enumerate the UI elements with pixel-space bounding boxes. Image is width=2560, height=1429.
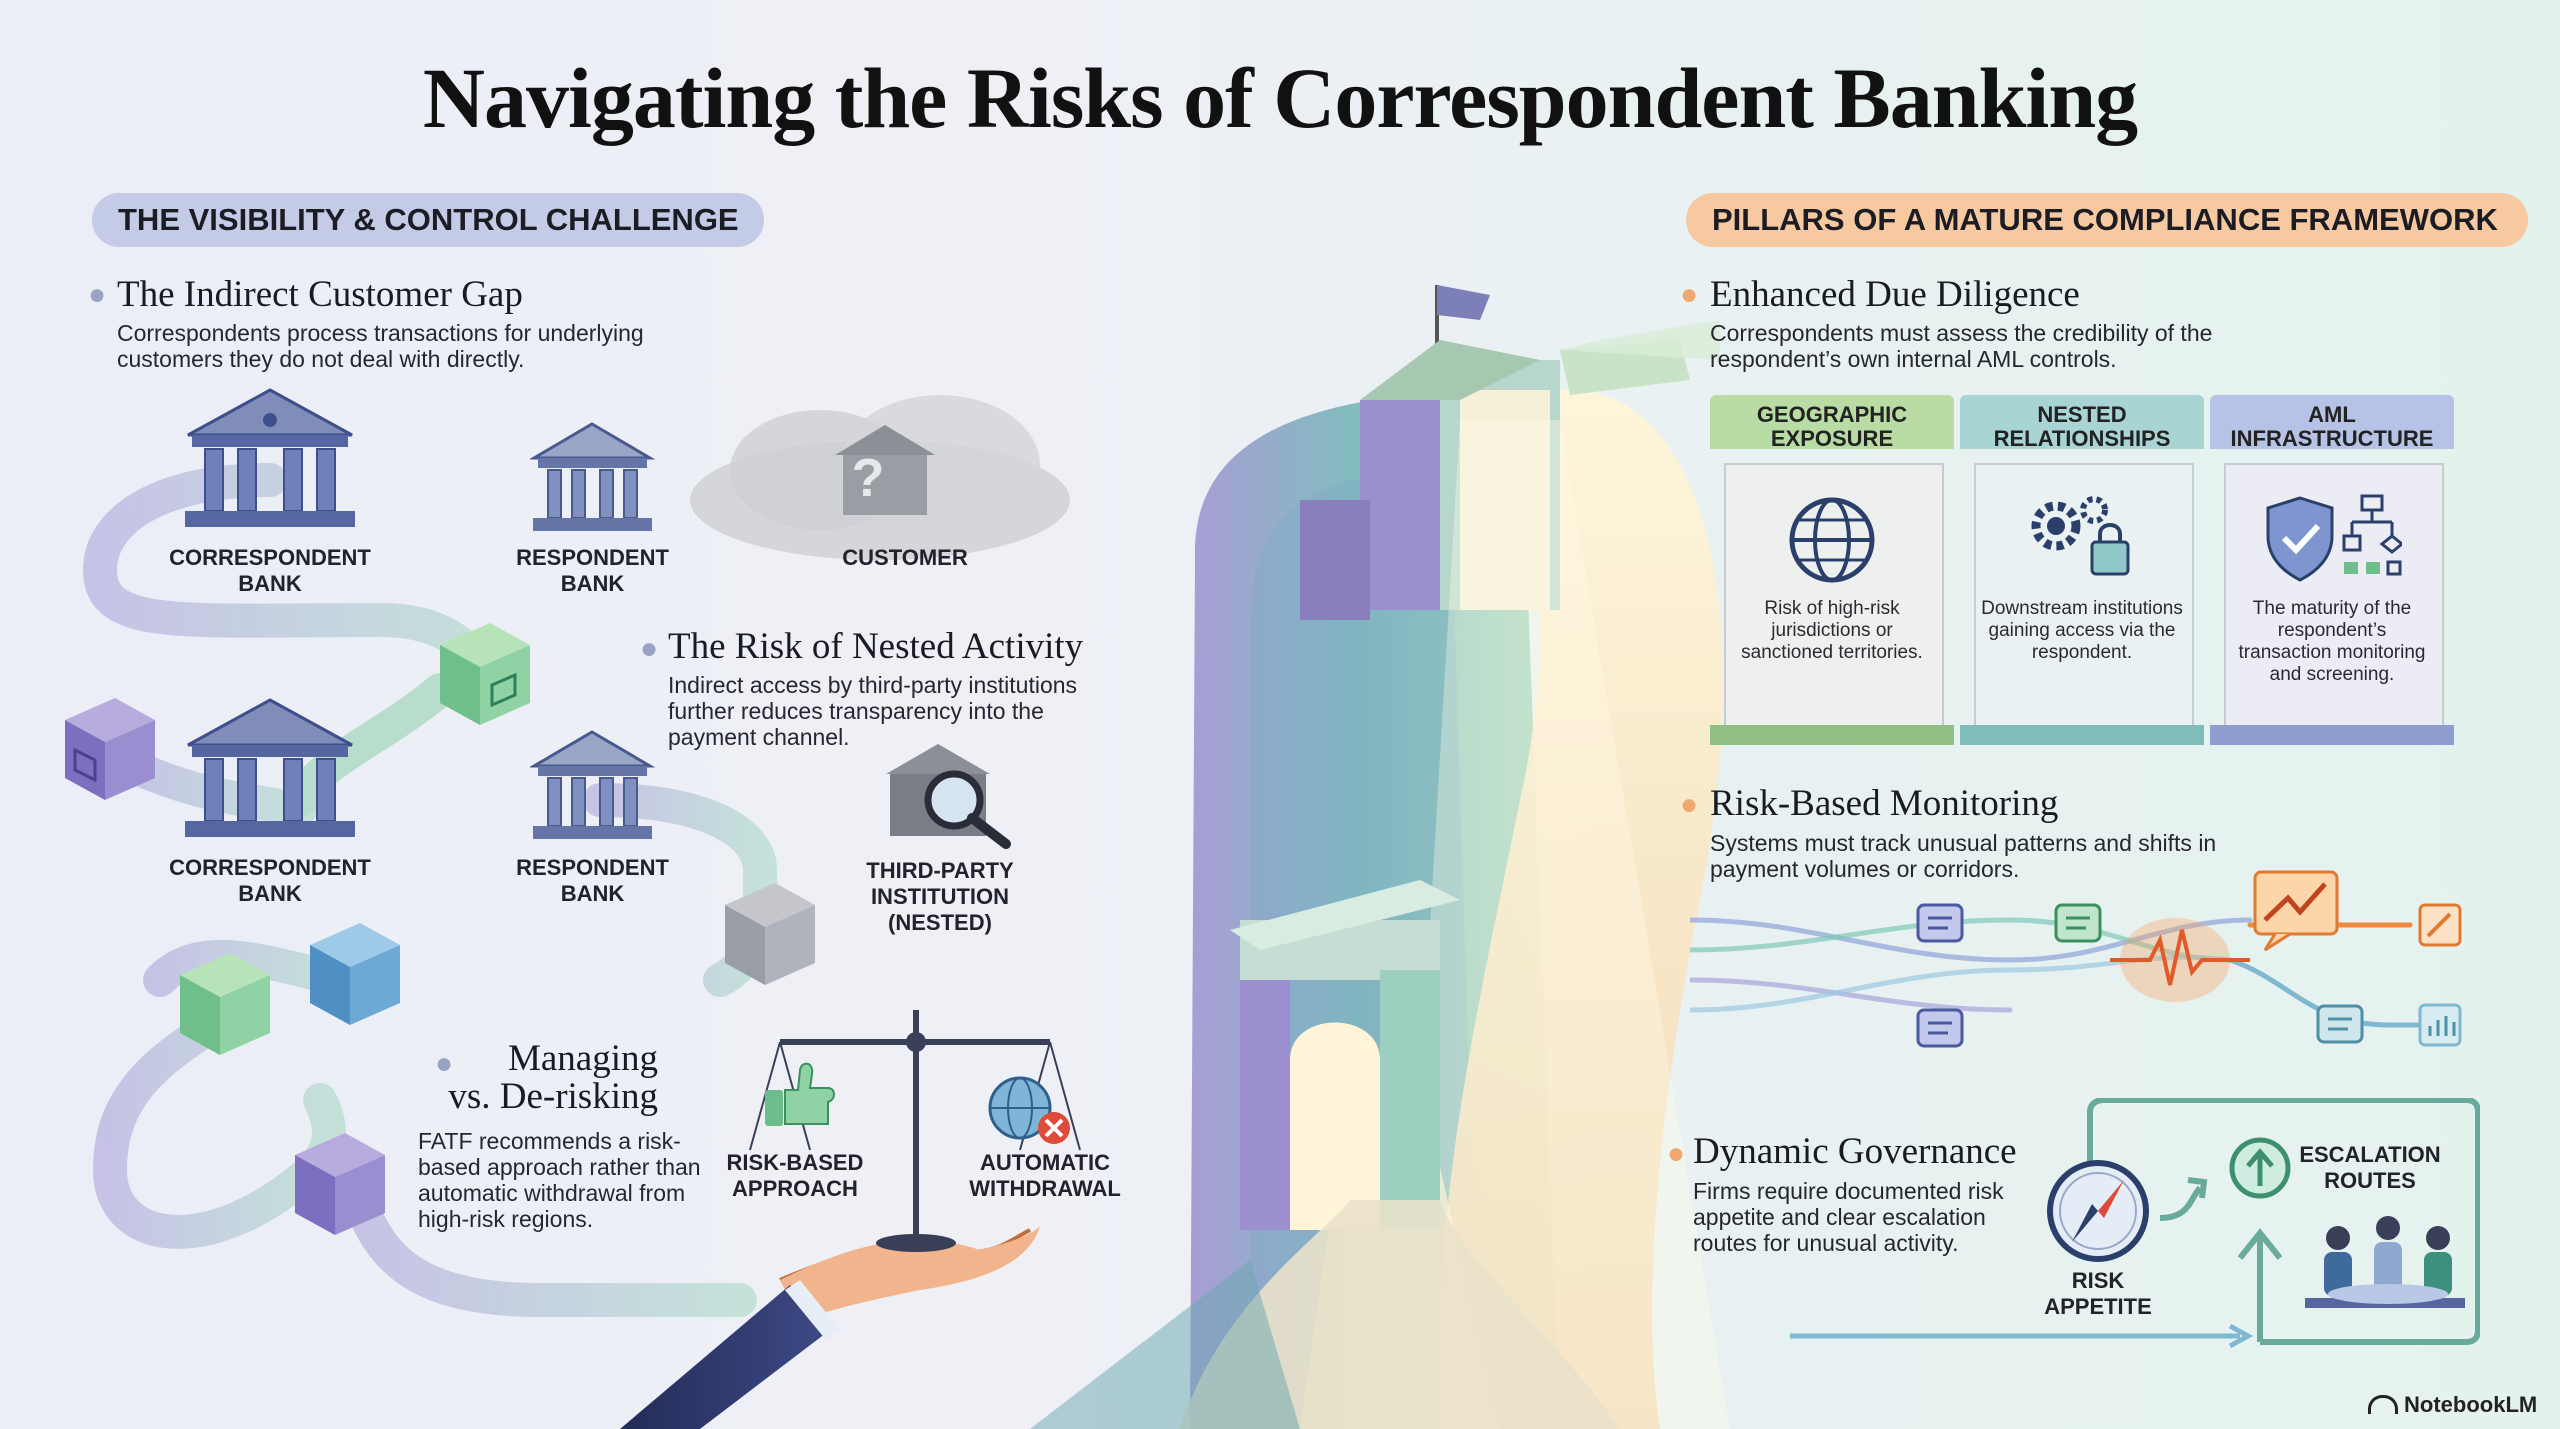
transaction-cube-icon — [440, 623, 530, 725]
transaction-cube-icon — [295, 1133, 385, 1235]
transaction-cube-icon — [180, 953, 270, 1055]
nested-cube-icon — [725, 883, 815, 985]
hand-illustration — [620, 1226, 1040, 1429]
left-panel-header: THE VISIBILITY & CONTROL CHALLENGE — [92, 193, 764, 247]
pillar-head: AML INFRASTRUCTURE — [2210, 395, 2454, 451]
compass-icon — [2047, 1160, 2149, 1262]
correspondent-bank-label: CORRESPONDENT BANK — [169, 855, 371, 906]
right-panel-header: PILLARS OF A MATURE COMPLIANCE FRAMEWORK — [1686, 193, 2528, 247]
customer-unknown-mark: ? — [851, 448, 885, 508]
message-node-icon — [1916, 1008, 1964, 1048]
third-party-magnifier-icon — [886, 744, 1011, 849]
message-node-icon — [2316, 1004, 2364, 1044]
respondent-bank-label: RESPONDENT BANK — [516, 545, 669, 596]
pillar-aml: AML INFRASTRUCTURE The maturity of the r… — [2210, 395, 2454, 745]
nested-activity-body: Indirect access by third-party instituti… — [668, 672, 1078, 750]
shield-flow-icon — [2266, 494, 2402, 582]
bullet-dot: ● — [435, 1047, 454, 1080]
customer-cloud-icon — [690, 395, 1070, 560]
thumbs-up-icon — [765, 1062, 835, 1126]
monitoring-title: Risk-Based Monitoring — [1710, 783, 2059, 824]
customer-label: CUSTOMER — [842, 545, 968, 570]
edd-title: Enhanced Due Diligence — [1710, 274, 2080, 315]
message-node-icon — [1916, 903, 1964, 943]
governance-diagram — [1790, 1098, 2480, 1349]
risk-appetite-label: RISK APPETITE — [2044, 1268, 2152, 1319]
respondent-bank-icon — [530, 422, 655, 531]
bar-chart-icon — [2418, 1003, 2462, 1047]
pillar-head: NESTED RELATIONSHIPS — [1960, 395, 2204, 451]
balance-scale-icon — [749, 1010, 1081, 1252]
governance-title: Dynamic Governance — [1693, 1131, 2017, 1172]
escalation-routes-label: ESCALATION ROUTES — [2299, 1142, 2441, 1193]
indirect-gap-title: The Indirect Customer Gap — [117, 274, 523, 315]
meeting-people-icon — [2305, 1216, 2465, 1308]
third-party-label: THIRD-PARTY INSTITUTION (NESTED) — [866, 858, 1014, 935]
correspondent-bank-label: CORRESPONDENT BANK — [169, 545, 371, 596]
governance-body: Firms require documented risk appetite a… — [1693, 1178, 2004, 1256]
monitoring-body: Systems must track unusual patterns and … — [1710, 830, 2217, 882]
transaction-cube-icon — [310, 923, 400, 1025]
respondent-bank-icon — [530, 730, 655, 839]
bullet-dot: ● — [640, 632, 659, 665]
central-tower — [1030, 285, 1730, 1429]
pillar-body: Risk of high-risk jurisdictions or sanct… — [1741, 598, 1923, 663]
message-node-icon — [2054, 903, 2102, 943]
indirect-gap-body: Correspondents process transactions for … — [117, 320, 644, 372]
bullet-dot: ● — [88, 278, 107, 311]
escalation-arrow-icon — [2229, 1137, 2291, 1199]
globe-blocked-icon — [988, 1076, 1070, 1144]
pillar-nested: NESTED RELATIONSHIPS Downstream institut… — [1960, 395, 2204, 745]
brand-icon — [2368, 1395, 2398, 1414]
transaction-cube-icon — [65, 698, 155, 800]
nested-activity-title: The Risk of Nested Activity — [668, 626, 1084, 667]
page-title: Navigating the Risks of Correspondent Ba… — [422, 50, 2138, 146]
pillars-table: GEOGRAPHIC EXPOSURE Risk of high-risk ju… — [1710, 395, 2470, 750]
derisking-body: FATF recommends a risk-based approach ra… — [418, 1128, 701, 1232]
pillar-head: GEOGRAPHIC EXPOSURE — [1710, 395, 1954, 451]
notebooklm-logo: NotebookLM — [2368, 1392, 2548, 1422]
bullet-dot: ● — [1680, 788, 1699, 821]
pillar-body: Downstream institutions gaining access v… — [1981, 598, 2183, 663]
bullet-dot: ● — [1680, 278, 1699, 311]
automatic-withdrawal-label: AUTOMATIC WITHDRAWAL — [969, 1150, 1121, 1201]
gears-lock-icon — [2031, 496, 2130, 576]
correspondent-bank-icon — [185, 698, 355, 837]
edd-body: Correspondents must assess the credibili… — [1710, 320, 2213, 372]
trend-up-icon — [2418, 903, 2462, 947]
globe-icon — [1789, 497, 1875, 583]
respondent-bank-label: RESPONDENT BANK — [516, 855, 669, 906]
alert-chart-icon — [2253, 870, 2339, 952]
derisking-title: Managing vs. De-risking — [448, 1038, 658, 1117]
monitoring-flow-diagram — [1690, 870, 2462, 1048]
brand-name: NotebookLM — [2404, 1392, 2538, 1417]
pillar-geographic: GEOGRAPHIC EXPOSURE Risk of high-risk ju… — [1710, 395, 1954, 745]
correspondent-bank-icon — [185, 388, 355, 527]
risk-based-approach-label: RISK-BASED APPROACH — [726, 1150, 864, 1201]
pillar-body: The maturity of the respondent’s transac… — [2238, 598, 2426, 685]
bullet-dot: ● — [1667, 1137, 1686, 1170]
